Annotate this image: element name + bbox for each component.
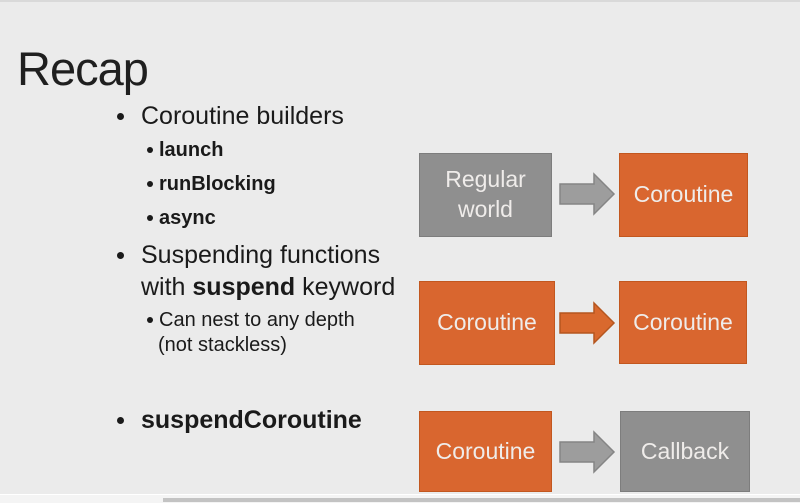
box-coroutine-3: Coroutine	[619, 281, 747, 364]
arrow-right-icon	[559, 301, 616, 345]
arrow-right-icon	[559, 430, 616, 474]
bullet-item-with-suspend-keyword: with suspend keyword	[141, 273, 395, 303]
bullet-item-runblocking: runBlocking	[147, 172, 276, 196]
bullet-text: (not stackless)	[158, 334, 287, 356]
box-label: Coroutine	[633, 308, 733, 335]
bullet-item-suspending-functions: Suspending functions	[117, 241, 380, 271]
box-label: Coroutine	[437, 309, 537, 336]
page-title: Recap	[17, 42, 149, 96]
box-regular-world: Regular world	[419, 153, 552, 237]
bullet-text: suspendCoroutine	[141, 406, 362, 434]
box-label: Coroutine	[633, 181, 734, 208]
bullet-text: Can nest to any depth	[159, 309, 355, 331]
bullet-text: Coroutine builders	[141, 102, 344, 130]
video-progress-bar[interactable]	[0, 494, 800, 503]
progress-loaded-segment	[163, 498, 800, 502]
bullet-item-not-stackless: (not stackless)	[158, 333, 287, 357]
top-edge-divider	[0, 0, 800, 2]
box-coroutine-4: Coroutine	[419, 411, 552, 492]
box-coroutine-2: Coroutine	[419, 281, 555, 365]
box-callback: Callback	[620, 411, 750, 492]
bullet-icon	[117, 417, 124, 424]
bullet-text: runBlocking	[159, 173, 276, 195]
bullet-item-can-nest: Can nest to any depth	[147, 308, 355, 332]
box-label: Regular world	[445, 166, 526, 222]
bullet-item-launch: launch	[147, 138, 223, 162]
keyword-suspend: suspend	[192, 273, 296, 301]
bullet-icon	[147, 181, 153, 187]
bullet-icon	[147, 317, 153, 323]
box-label: Coroutine	[435, 437, 536, 464]
bullet-item-async: async	[147, 206, 216, 230]
bullet-item-coroutine-builders: Coroutine builders	[117, 102, 344, 132]
bullet-text: with	[141, 273, 193, 301]
bullet-icon	[147, 215, 153, 221]
bullet-text: async	[159, 207, 216, 229]
bullet-text: keyword	[295, 273, 396, 301]
bullet-icon	[117, 252, 124, 259]
bullet-item-suspendcoroutine: suspendCoroutine	[117, 406, 362, 436]
bullet-icon	[117, 113, 124, 120]
box-coroutine-1: Coroutine	[619, 153, 748, 237]
bullet-text: launch	[159, 139, 224, 161]
bullet-icon	[147, 147, 153, 153]
box-label: Callback	[640, 437, 730, 464]
bullet-text: Suspending functions	[141, 241, 381, 269]
arrow-right-icon	[559, 172, 616, 216]
